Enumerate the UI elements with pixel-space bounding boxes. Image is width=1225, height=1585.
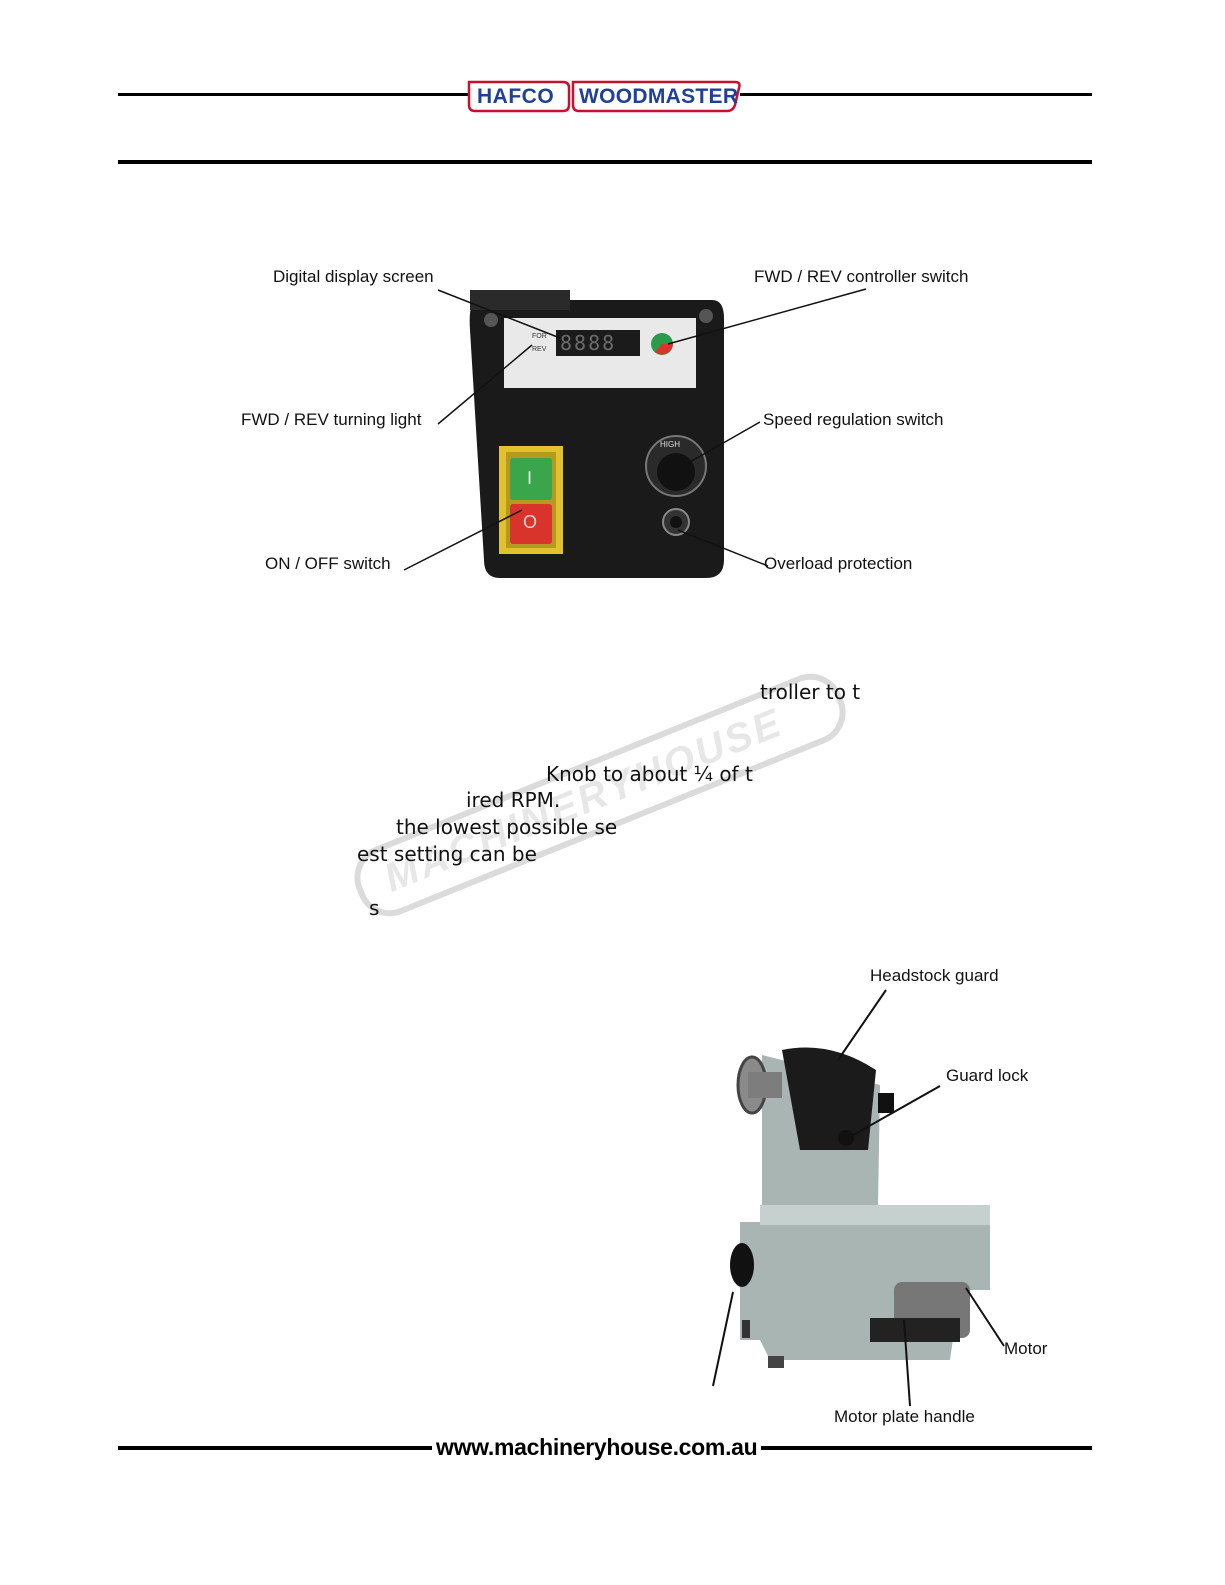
off-symbol: O (523, 512, 538, 532)
display-digits: 8888 (560, 331, 617, 355)
footer-url[interactable]: www.machineryhouse.com.au (432, 1434, 762, 1461)
brand-logo: HAFCO WOODMASTER (465, 80, 743, 113)
control-panel-illustration (403, 288, 867, 578)
text-fragment-3: ired RPM. (466, 788, 561, 812)
text-fragment-2: Knob to about ¼ of t (546, 762, 753, 786)
headstock-illustration (712, 989, 1005, 1407)
brand-logo-shape (467, 80, 741, 113)
header-rule-bottom (118, 160, 1092, 164)
label-overload: Overload protection (764, 554, 913, 573)
fwd-indicator-text: FOR (532, 333, 547, 340)
text-fragment-6: s (369, 896, 380, 920)
on-symbol: I (527, 468, 533, 488)
label-motor: Motor (1004, 1339, 1048, 1358)
label-display: Digital display screen (273, 267, 434, 286)
logo-hafco: HAFCO (477, 85, 555, 108)
label-headstock-guard: Headstock guard (870, 966, 999, 985)
text-fragment-1: troller to t (760, 680, 861, 704)
label-turning-light: FWD / REV turning light (241, 410, 422, 429)
knob-high-text: HIGH (660, 440, 680, 449)
label-fwd-rev-switch: FWD / REV controller switch (754, 267, 969, 286)
label-guard-lock: Guard lock (946, 1066, 1029, 1085)
rev-indicator-text: REV (532, 346, 547, 353)
watermark: MACHINERYHOUSE (346, 665, 854, 925)
label-on-off: ON / OFF switch (265, 554, 391, 573)
logo-woodmaster: WOODMASTER (579, 85, 739, 108)
watermark-frame (354, 673, 846, 917)
control-panel-figure: 8888 FOR REV HIGH I O Digital display sc… (0, 0, 1225, 620)
label-speed-switch: Speed regulation switch (763, 410, 944, 429)
label-motor-plate-handle: Motor plate handle (834, 1407, 975, 1426)
text-fragment-4: the lowest possible se (396, 815, 618, 839)
header-rule-top-left (118, 93, 468, 96)
text-fragment-5: est setting can be (357, 842, 537, 866)
header-rule-top-right (740, 93, 1092, 96)
